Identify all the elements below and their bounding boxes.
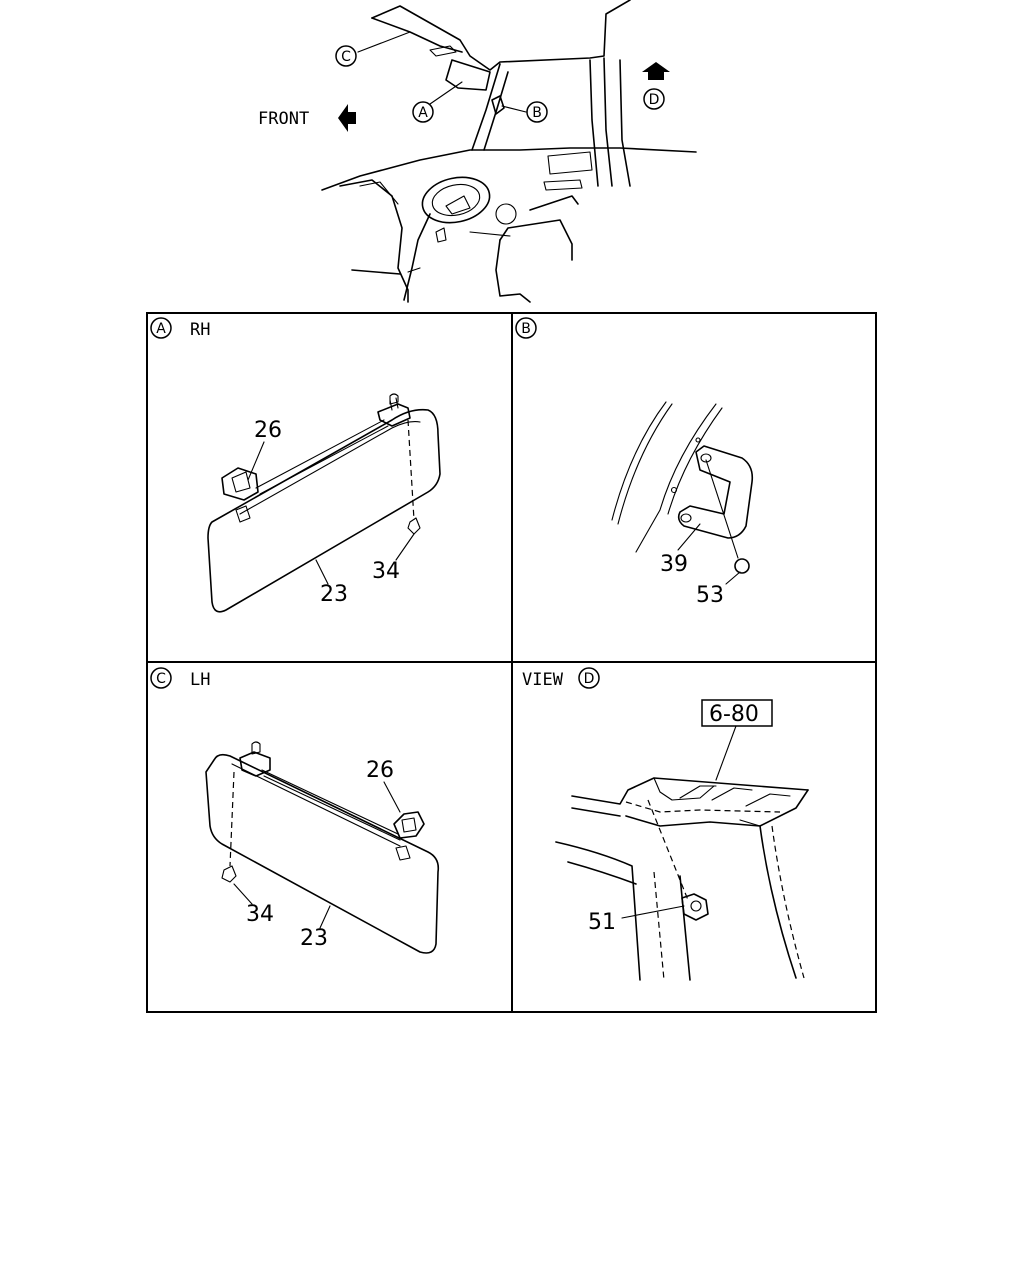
svg-text:6-80: 6-80 xyxy=(709,702,759,727)
panel-c-lh: C LH 26 34 23 xyxy=(150,667,440,954)
svg-text:D: D xyxy=(649,92,660,108)
visor-holder-rh xyxy=(221,467,259,501)
svg-text:A: A xyxy=(156,321,166,337)
part-53-label: 53 xyxy=(696,583,724,608)
panel-c-header: C LH xyxy=(150,667,210,690)
svg-text:A: A xyxy=(418,105,428,121)
detail-panel-grid xyxy=(146,312,877,1013)
svg-text:B: B xyxy=(521,321,531,337)
panel-d-view: VIEW D 6-80 51 xyxy=(522,667,809,981)
panel-c-side-label: LH xyxy=(190,670,210,690)
panel-b: B 39 53 xyxy=(515,317,754,608)
panel-a-header: A RH xyxy=(150,317,210,340)
part-26-label: 26 xyxy=(254,418,282,443)
assist-bracket xyxy=(677,445,754,539)
panel-b-header: B xyxy=(515,317,537,339)
svg-text:C: C xyxy=(341,49,351,65)
view-d-arrow-icon xyxy=(642,62,670,80)
callout-d: D xyxy=(643,88,665,110)
part-34-label-lh: 34 xyxy=(246,902,274,927)
panel-a-rh: A RH 26 34 23 xyxy=(150,317,441,613)
cab-overview-illustration xyxy=(321,0,697,303)
clip-51 xyxy=(681,893,709,921)
callout-c: C xyxy=(335,45,357,67)
svg-text:B: B xyxy=(532,105,542,121)
callout-b: B xyxy=(526,101,548,123)
panel-d-header: VIEW D xyxy=(522,667,600,690)
part-23-label-lh: 23 xyxy=(300,926,328,951)
callout-a: A xyxy=(412,101,434,123)
sun-visor-lh xyxy=(205,753,440,954)
front-label: FRONT xyxy=(258,109,309,129)
front-arrow-icon xyxy=(338,104,356,132)
part-34-label: 34 xyxy=(372,559,400,584)
reference-box-6-80: 6-80 xyxy=(701,699,773,727)
part-23-label: 23 xyxy=(320,582,348,607)
panel-a-side-label: RH xyxy=(190,320,210,340)
visor-holder-lh xyxy=(393,811,425,839)
svg-text:C: C xyxy=(156,671,166,687)
part-26-label-lh: 26 xyxy=(366,758,394,783)
part-39-label: 39 xyxy=(660,552,688,577)
svg-text:D: D xyxy=(584,671,595,687)
part-51-label: 51 xyxy=(588,910,616,935)
view-prefix-label: VIEW xyxy=(522,670,564,690)
sun-visor-rh xyxy=(207,408,441,613)
